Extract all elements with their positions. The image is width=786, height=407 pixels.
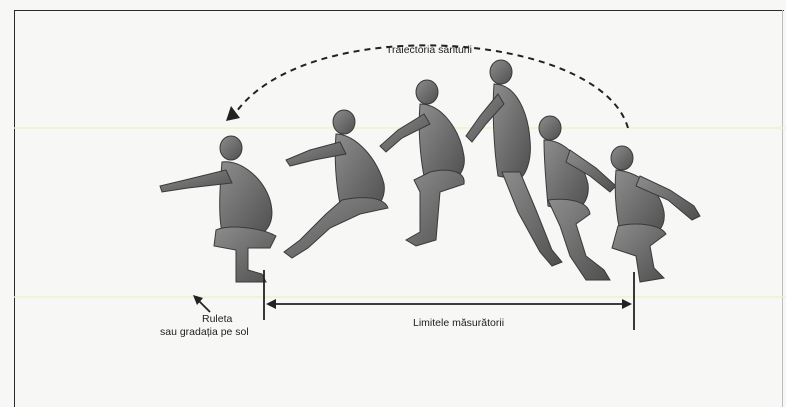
measure-arrowhead-left bbox=[266, 299, 276, 309]
jumper-figure-6 bbox=[611, 146, 700, 282]
tape-label-line1: Ruleta bbox=[202, 313, 232, 325]
trajectory-label: Traiectoria săriturii bbox=[386, 44, 472, 56]
jumper-figure-1 bbox=[160, 136, 276, 282]
measure-arrowhead-right bbox=[622, 299, 632, 309]
measure-limits-label: Limitele măsurătorii bbox=[413, 317, 504, 329]
jumper-figure-2 bbox=[284, 110, 388, 258]
jumper-figure-3 bbox=[380, 80, 464, 246]
tape-label-line2: sau gradația pe sol bbox=[160, 326, 249, 338]
tape-pointer-arrow bbox=[198, 300, 210, 312]
